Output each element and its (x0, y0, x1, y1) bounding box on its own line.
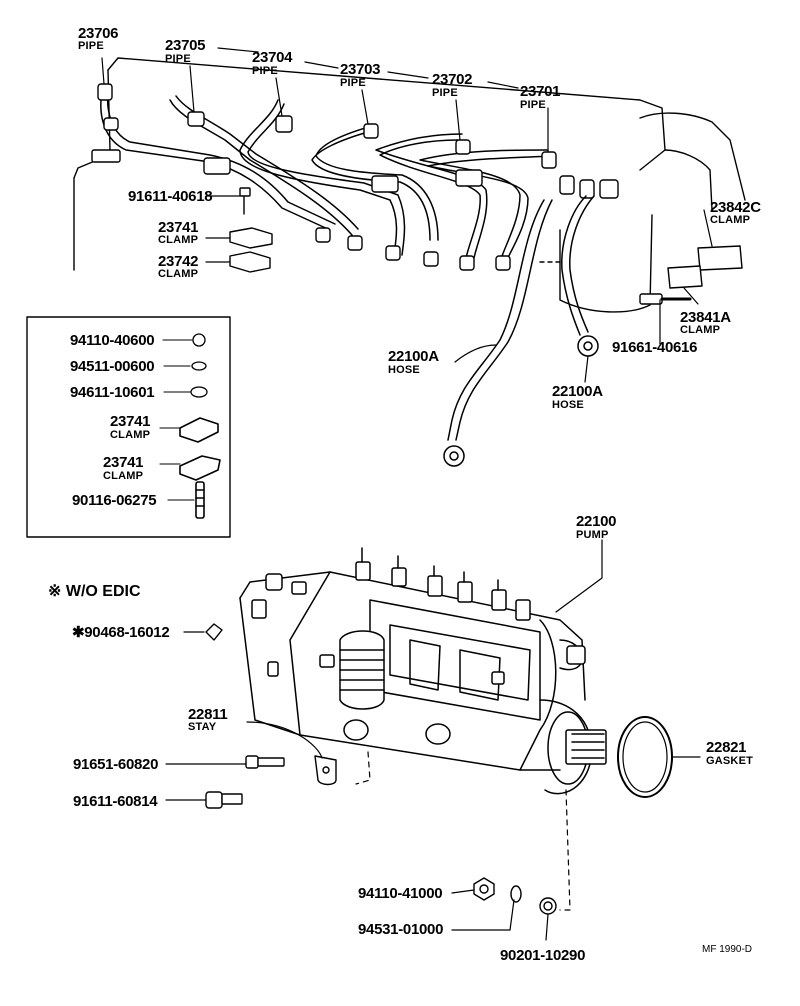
part-name-23702: PIPE (432, 87, 458, 99)
part-number-23741-inset-a: 23741 (110, 413, 151, 430)
part-number-94531-01000: 94531-01000 (358, 921, 444, 938)
part-number-23742: 23742 (158, 253, 199, 270)
part-number-23703: 23703 (340, 61, 381, 78)
figure-code: MF 1990-D (702, 944, 753, 955)
part-name-23703: PIPE (340, 77, 366, 89)
part-name-22821: GASKET (706, 755, 754, 767)
part-number-22100a-right: 22100A (552, 383, 603, 400)
part-number-22811: 22811 (188, 706, 228, 723)
part-name-23704: PIPE (252, 65, 278, 77)
leader-lines-bottom (165, 539, 701, 941)
part-number-90468-16012: ✱90468-16012 (72, 624, 170, 641)
part-name-23842c: CLAMP (710, 214, 751, 226)
part-number-91661-40616: 91661-40616 (612, 339, 698, 356)
part-name-23741-inset-a: CLAMP (110, 429, 151, 441)
clamp-parts-top (229, 187, 743, 305)
part-name-23706: PIPE (78, 40, 104, 52)
fastener-inset-box (26, 316, 231, 538)
part-name-23742: CLAMP (158, 268, 199, 280)
part-name-22100a-right: HOSE (552, 399, 584, 411)
part-number-23701: 23701 (520, 83, 561, 100)
part-number-23704: 23704 (252, 49, 293, 66)
part-number-94110-41000: 94110-41000 (358, 885, 443, 902)
part-name-23841a: CLAMP (680, 324, 721, 336)
part-number-90201-10290: 90201-10290 (500, 947, 586, 964)
part-number-94110-40600: 94110-40600 (70, 332, 155, 349)
part-name-23741: CLAMP (158, 234, 199, 246)
dashed-lines (355, 751, 571, 911)
part-name-22100a-left: HOSE (388, 364, 420, 376)
part-number-23705: 23705 (165, 37, 206, 54)
injection-pump (239, 547, 607, 795)
part-number-23842c: 23842C (710, 199, 761, 216)
part-number-23741: 23741 (158, 219, 199, 236)
part-name-22811: STAY (188, 721, 217, 733)
part-number-22100: 22100 (576, 513, 617, 530)
part-number-23741-inset-b: 23741 (103, 454, 144, 471)
note-wo-edic: ※ W/O EDIC (48, 583, 141, 600)
part-number-23841a: 23841A (680, 309, 731, 326)
part-number-23702: 23702 (432, 71, 473, 88)
part-number-22100a-left: 22100A (388, 348, 439, 365)
part-number-23706: 23706 (78, 25, 119, 42)
pipe-fittings (91, 83, 619, 271)
gasket-ring (617, 716, 673, 798)
part-number-91611-60814: 91611-60814 (73, 793, 158, 810)
part-number-22821: 22821 (706, 739, 747, 756)
part-number-91611-40618: 91611-40618 (128, 188, 213, 205)
engine-block-outline (73, 57, 746, 313)
part-name-23701: PIPE (520, 99, 546, 111)
part-number-94611-10601: 94611-10601 (70, 384, 155, 401)
part-name-22100: PUMP (576, 529, 609, 541)
part-number-91651-60820: 91651-60820 (73, 756, 159, 773)
part-name-23705: PIPE (165, 53, 191, 65)
hoses (443, 195, 599, 467)
injection-pipes (100, 91, 553, 263)
leader-lines-top (101, 47, 713, 383)
part-name-23741-inset-b: CLAMP (103, 470, 144, 482)
part-number-90116-06275: 90116-06275 (72, 492, 157, 509)
stay-and-bolts (205, 623, 557, 915)
part-number-94511-00600: 94511-00600 (70, 358, 155, 375)
